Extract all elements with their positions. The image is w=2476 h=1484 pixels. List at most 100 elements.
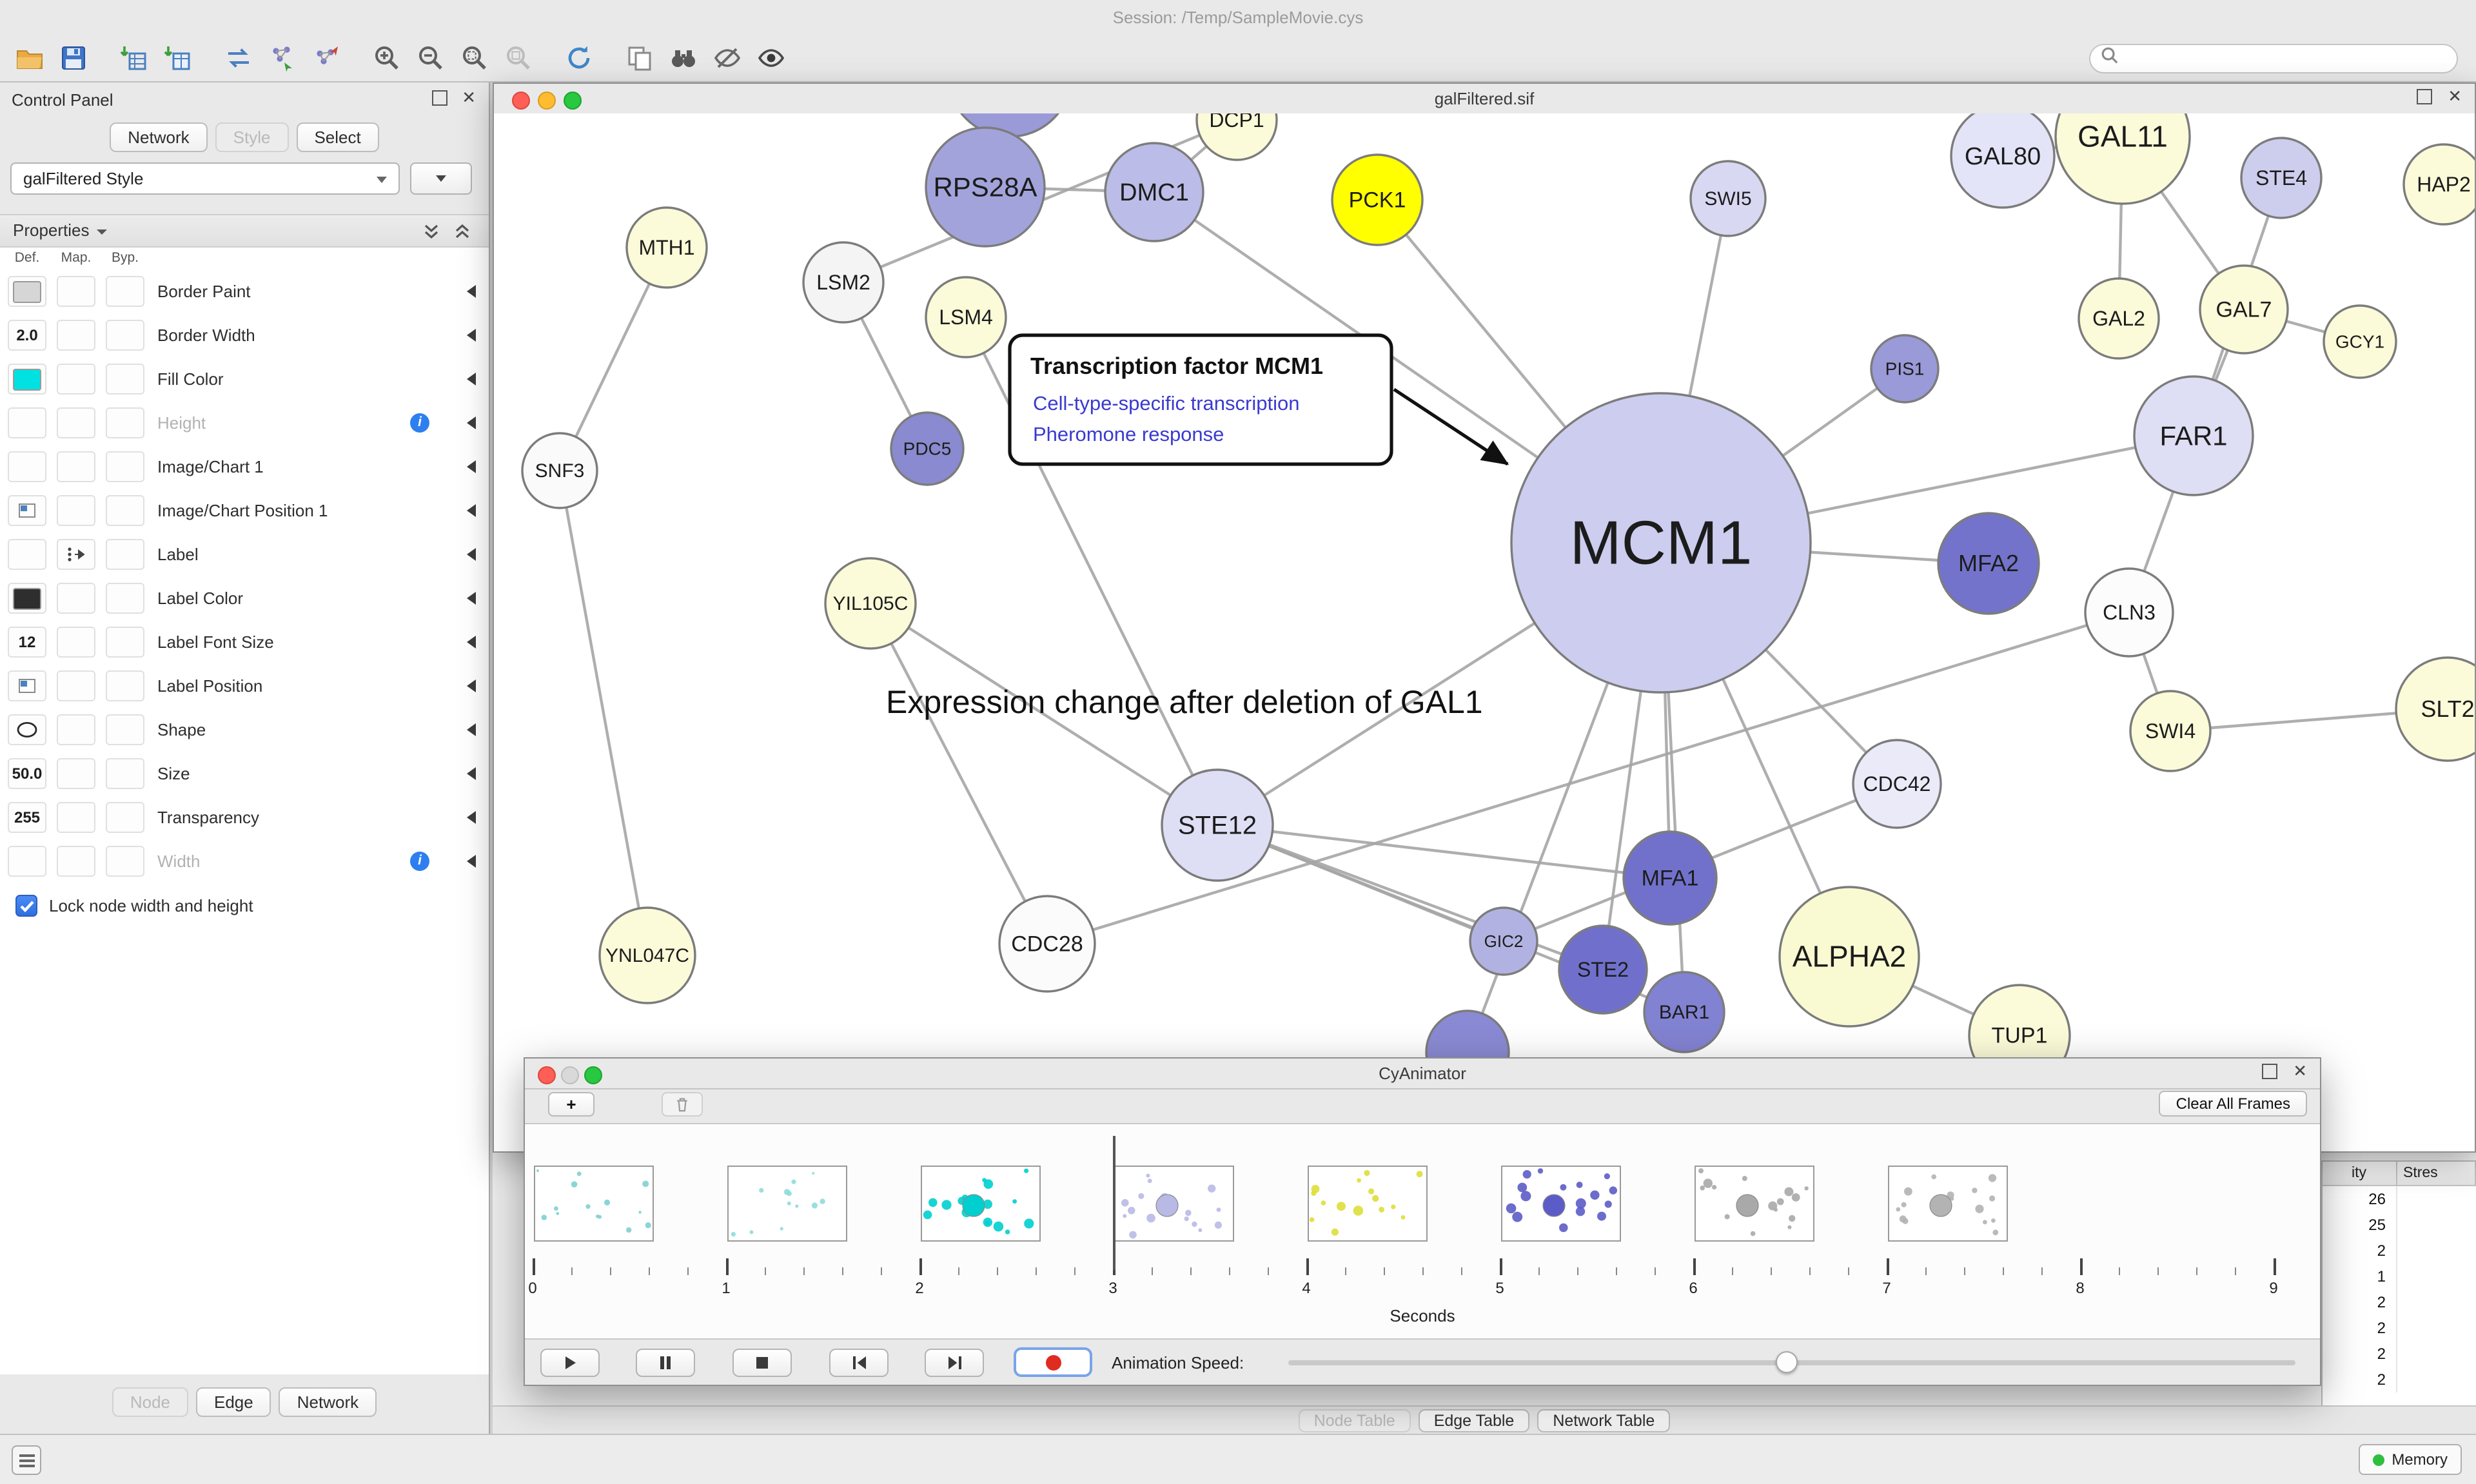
bypass-cell[interactable] <box>106 407 144 438</box>
edge-SNF3-YNL047C[interactable] <box>558 470 649 956</box>
bypass-cell[interactable] <box>106 802 144 833</box>
record-button[interactable] <box>1014 1347 1092 1377</box>
node-GAL80[interactable]: GAL80 <box>1950 113 2056 209</box>
zoom-fit-icon[interactable] <box>458 41 493 75</box>
zoom-window-icon[interactable] <box>584 1066 602 1084</box>
expand-arrow-icon[interactable] <box>467 592 476 605</box>
node-SWI5[interactable]: SWI5 <box>1689 160 1767 237</box>
mapping-cell[interactable] <box>57 451 95 482</box>
table-column-header[interactable]: Stres <box>2397 1162 2476 1186</box>
node-ALPHA2[interactable]: ALPHA2 <box>1778 886 1920 1028</box>
network-import-icon[interactable] <box>266 41 300 75</box>
float-window-icon[interactable] <box>2417 89 2433 104</box>
panel-tab-network[interactable]: Network <box>279 1387 377 1417</box>
default-cell[interactable] <box>8 276 46 307</box>
default-cell[interactable]: 50.0 <box>8 758 46 789</box>
lock-size-row[interactable]: Lock node width and height <box>0 883 489 917</box>
style-options-button[interactable] <box>410 162 472 195</box>
search-binoculars-icon[interactable] <box>667 41 702 75</box>
close-cyanimator-icon[interactable]: ✕ <box>2293 1061 2307 1080</box>
close-window-icon[interactable] <box>512 91 530 109</box>
mapping-cell[interactable] <box>57 320 95 351</box>
float-window-icon[interactable] <box>2262 1064 2278 1079</box>
default-cell[interactable] <box>8 407 46 438</box>
node-BAR1[interactable]: BAR1 <box>1643 971 1725 1053</box>
node-MFA2[interactable]: MFA2 <box>1937 512 2040 615</box>
default-cell[interactable] <box>8 495 46 526</box>
open-session-icon[interactable] <box>13 41 48 75</box>
default-cell[interactable] <box>8 846 46 877</box>
default-cell[interactable]: 2.0 <box>8 320 46 351</box>
default-cell[interactable]: 12 <box>8 627 46 658</box>
bypass-cell[interactable] <box>106 846 144 877</box>
mapping-cell[interactable] <box>57 627 95 658</box>
annotation-link[interactable]: Pheromone response <box>1033 423 1224 445</box>
node-YIL105C[interactable]: YIL105C <box>824 557 917 650</box>
frame-thumbnail-7[interactable] <box>1888 1166 2008 1242</box>
zoom-selected-icon[interactable] <box>502 41 536 75</box>
expand-arrow-icon[interactable] <box>467 504 476 517</box>
save-session-icon[interactable] <box>57 41 92 75</box>
frame-thumbnail-6[interactable] <box>1695 1166 1814 1242</box>
mapping-cell[interactable] <box>57 539 95 570</box>
table-tab-edge-table[interactable]: Edge Table <box>1418 1409 1530 1432</box>
node-STE4[interactable]: STE4 <box>2240 137 2323 219</box>
node-CDC42[interactable]: CDC42 <box>1852 739 1942 829</box>
bypass-cell[interactable] <box>106 320 144 351</box>
node-FAR1[interactable]: FAR1 <box>2133 375 2254 496</box>
node-STE12[interactable]: STE12 <box>1161 768 1274 882</box>
node-GCY1[interactable]: GCY1 <box>2323 304 2397 379</box>
mapping-cell[interactable] <box>57 758 95 789</box>
table-column-header[interactable]: ity <box>2323 1162 2397 1186</box>
network-export-icon[interactable] <box>310 41 344 75</box>
expand-arrow-icon[interactable] <box>467 416 476 429</box>
node-HAP2[interactable]: HAP2 <box>2402 143 2475 226</box>
node-SNF3[interactable]: SNF3 <box>521 432 598 509</box>
lock-size-checkbox[interactable] <box>15 895 37 917</box>
bypass-cell[interactable] <box>106 670 144 701</box>
minimize-window-icon[interactable] <box>561 1066 579 1084</box>
mapping-cell[interactable] <box>57 407 95 438</box>
frame-thumbnail-5[interactable] <box>1501 1166 1621 1242</box>
table-row[interactable]: 2 <box>2323 1315 2476 1341</box>
hide-selected-eye-off-icon[interactable] <box>711 41 745 75</box>
node-GAL2[interactable]: GAL2 <box>2078 277 2160 360</box>
default-cell[interactable] <box>8 714 46 745</box>
mcm1-annotation[interactable]: Transcription factor MCM1Cell-type-speci… <box>1008 333 1509 466</box>
bypass-cell[interactable] <box>106 583 144 614</box>
bypass-cell[interactable] <box>106 714 144 745</box>
playhead[interactable] <box>1113 1136 1115 1270</box>
info-icon[interactable]: i <box>410 852 429 871</box>
frame-thumbnail-3[interactable] <box>1114 1166 1234 1242</box>
edge-LSM4-STE12[interactable] <box>965 317 1219 826</box>
node-LSM4[interactable]: LSM4 <box>925 276 1007 358</box>
table-tab-network-table[interactable]: Network Table <box>1537 1409 1671 1432</box>
expand-arrow-icon[interactable] <box>467 373 476 386</box>
edge-YIL105C-STE12[interactable] <box>869 602 1219 826</box>
delete-frame-button[interactable] <box>662 1092 703 1117</box>
style-combobox[interactable]: galFiltered Style <box>10 162 400 195</box>
table-row[interactable]: 26 <box>2323 1186 2476 1212</box>
search-box[interactable] <box>2089 43 2458 73</box>
node-SWI4[interactable]: SWI4 <box>2129 690 2212 772</box>
bypass-cell[interactable] <box>106 276 144 307</box>
swap-networks-icon[interactable] <box>222 41 257 75</box>
expand-arrow-icon[interactable] <box>467 679 476 692</box>
bypass-cell[interactable] <box>106 539 144 570</box>
table-row[interactable]: 1 <box>2323 1264 2476 1289</box>
mapping-cell[interactable] <box>57 846 95 877</box>
memory-button[interactable]: Memory <box>2358 1444 2462 1475</box>
last-frame-button[interactable] <box>925 1349 984 1377</box>
stop-button[interactable] <box>732 1349 792 1377</box>
minimize-window-icon[interactable] <box>538 91 556 109</box>
default-cell[interactable] <box>8 583 46 614</box>
frame-thumbnail-0[interactable] <box>534 1166 654 1242</box>
import-table-file-icon[interactable] <box>161 41 196 75</box>
expand-arrow-icon[interactable] <box>467 460 476 473</box>
node-GAL7[interactable]: GAL7 <box>2199 264 2289 355</box>
import-network-file-icon[interactable] <box>117 41 152 75</box>
mapping-cell[interactable] <box>57 364 95 395</box>
node-MTH1[interactable]: MTH1 <box>625 206 708 289</box>
node-YNL047C[interactable]: YNL047C <box>598 906 696 1004</box>
